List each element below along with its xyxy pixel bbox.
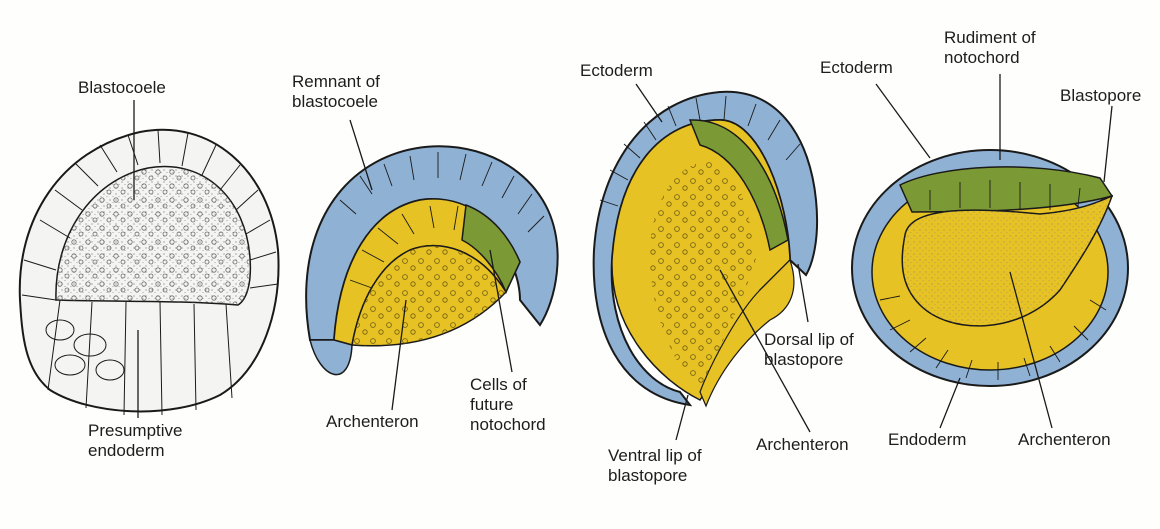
- blastula-embryo: [20, 130, 279, 415]
- leader-blastopore: [1104, 106, 1112, 182]
- label-ventral-lip-of-blastopore: Ventral lip of blastopore: [608, 446, 702, 486]
- label-blastopore: Blastopore: [1060, 86, 1141, 106]
- label-archenteron-stage2: Archenteron: [326, 412, 419, 432]
- label-blastocoele: Blastocoele: [78, 78, 166, 98]
- leader-ectoderm-4: [876, 84, 930, 158]
- leader-endoderm: [940, 378, 960, 428]
- label-ectoderm-stage4: Ectoderm: [820, 58, 893, 78]
- leader-ectoderm-3: [636, 84, 662, 122]
- late-gastrula-embryo: [852, 150, 1128, 386]
- label-cells-of-future-notochord: Cells of future notochord: [470, 375, 546, 435]
- label-dorsal-lip-of-blastopore: Dorsal lip of blastopore: [764, 330, 854, 370]
- early-gastrula-embryo: [306, 146, 557, 374]
- label-endoderm: Endoderm: [888, 430, 966, 450]
- label-remnant-of-blastocoele: Remnant of blastocoele: [292, 72, 380, 112]
- label-ectoderm-stage3: Ectoderm: [580, 61, 653, 81]
- label-archenteron-stage3: Archenteron: [756, 435, 849, 455]
- label-archenteron-stage4: Archenteron: [1018, 430, 1111, 450]
- label-presumptive-endoderm: Presumptive endoderm: [88, 421, 182, 461]
- label-rudiment-of-notochord: Rudiment of notochord: [944, 28, 1036, 68]
